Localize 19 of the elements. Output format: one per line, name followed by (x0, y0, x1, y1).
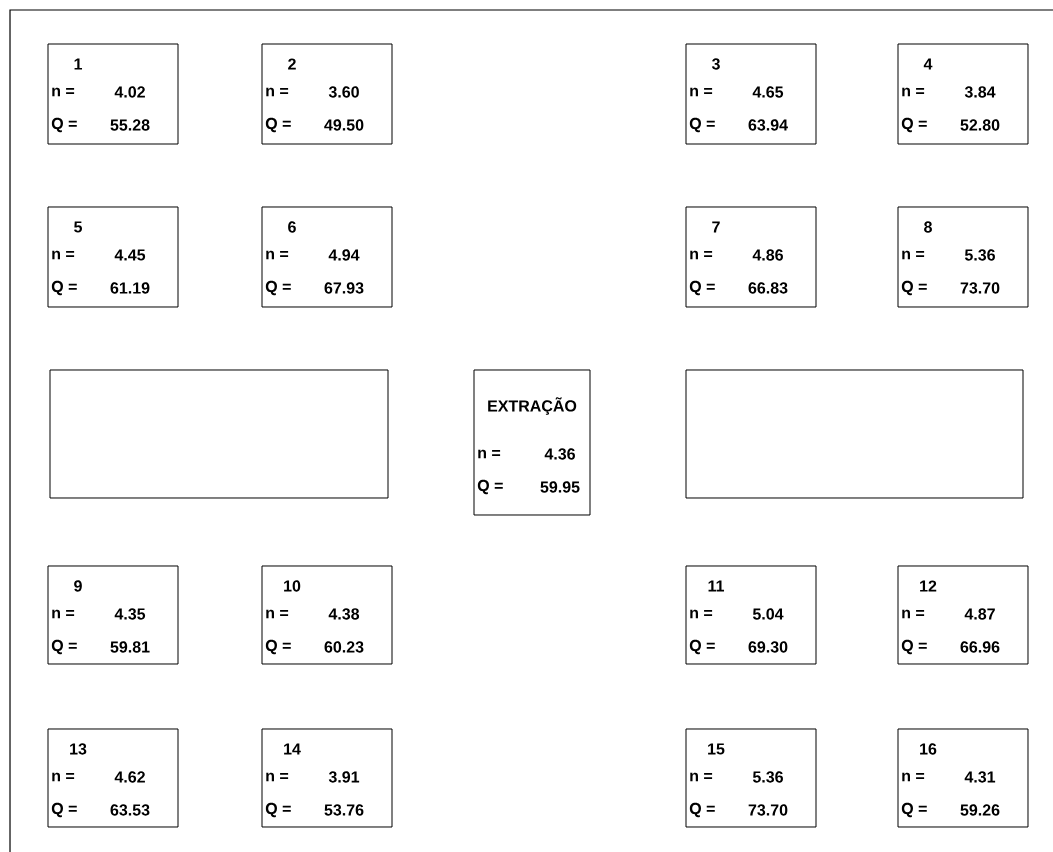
empty-box (49, 369, 389, 499)
value-box: 11 n = 5.04 Q = 69.30 (685, 565, 817, 665)
value-box: 15 n = 5.36 Q = 73.70 (685, 728, 817, 828)
value-box: 2 n = 3.60 Q = 49.50 (261, 43, 393, 145)
value-box: 5 n = 4.45 Q = 61.19 (47, 206, 179, 308)
empty-box (685, 369, 1024, 499)
value-box: 14 n = 3.91 Q = 53.76 (261, 728, 393, 828)
value-box: 8 n = 5.36 Q = 73.70 (897, 206, 1029, 308)
value-box: 6 n = 4.94 Q = 67.93 (261, 206, 393, 308)
value-box: 1 n = 4.02 Q = 55.28 (47, 43, 179, 145)
value-box: 16 n = 4.31 Q = 59.26 (897, 728, 1029, 828)
value-box: 7 n = 4.86 Q = 66.83 (685, 206, 817, 308)
value-box: 12 n = 4.87 Q = 66.96 (897, 565, 1029, 665)
value-box: 4 n = 3.84 Q = 52.80 (897, 43, 1029, 145)
value-box: 3 n = 4.65 Q = 63.94 (685, 43, 817, 145)
value-box: 10 n = 4.38 Q = 60.23 (261, 565, 393, 665)
value-box: 9 n = 4.35 Q = 59.81 (47, 565, 179, 665)
value-box: EXTRAÇÃO n = 4.36 Q = 59.95 (473, 369, 591, 516)
value-box: 13 n = 4.62 Q = 63.53 (47, 728, 179, 828)
